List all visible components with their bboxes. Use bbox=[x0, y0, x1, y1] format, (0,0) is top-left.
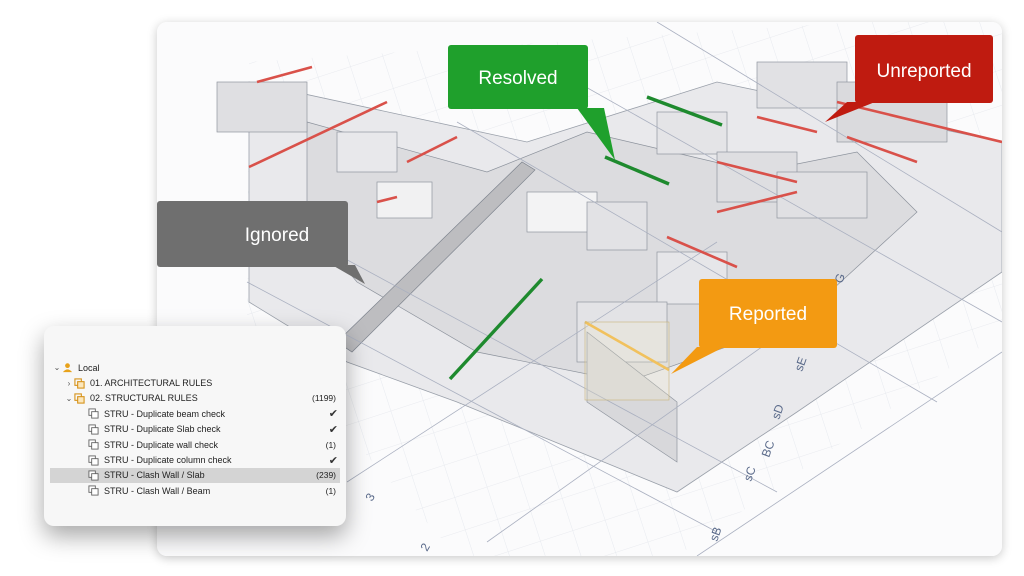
clash-count-badge: (1) bbox=[325, 439, 336, 450]
tree-group-label: 01. ARCHITECTURAL RULES bbox=[90, 378, 213, 389]
tree-rule-clash-wall-slab[interactable]: STRU - Clash Wall / Slab (239) bbox=[50, 467, 340, 484]
axis-label-bc: BC bbox=[759, 438, 778, 459]
tree-rule-duplicate-beam[interactable]: STRU - Duplicate beam check ✔ bbox=[44, 406, 346, 421]
rule-set-icon bbox=[74, 393, 85, 404]
rule-label: STRU - Duplicate wall check bbox=[104, 439, 219, 450]
check-icon: ✔ bbox=[328, 454, 338, 467]
rule-icon bbox=[88, 454, 99, 466]
tree-rule-duplicate-wall[interactable]: STRU - Duplicate wall check (1) bbox=[44, 437, 346, 452]
rule-icon bbox=[88, 424, 99, 435]
tree-root-local[interactable]: ⌄ Local bbox=[44, 360, 346, 375]
rule-label: STRU - Duplicate beam check bbox=[104, 408, 226, 419]
rule-label: STRU - Clash Wall / Slab bbox=[104, 470, 205, 481]
rules-tree: ⌄ Local › 01. ARCHITECTURAL RULES ⌄ 02. … bbox=[44, 360, 346, 499]
rule-icon bbox=[88, 470, 99, 481]
axis-label-sb: sB bbox=[707, 525, 725, 543]
tree-group-architectural[interactable]: › 01. ARCHITECTURAL RULES bbox=[44, 375, 346, 390]
axis-label-sd: sD bbox=[769, 402, 787, 421]
tree-rule-duplicate-slab[interactable]: STRU - Duplicate Slab check ✔ bbox=[44, 422, 346, 437]
clash-count-badge: (239) bbox=[316, 470, 336, 481]
chevron-down-icon[interactable]: ⌄ bbox=[53, 363, 61, 373]
check-icon: ✔ bbox=[328, 408, 338, 421]
tree-rule-duplicate-column[interactable]: STRU - Duplicate column check ✔ bbox=[44, 452, 346, 467]
check-icon: ✔ bbox=[328, 423, 338, 436]
callout-unreported-label: Unreported bbox=[876, 61, 971, 82]
tree-group-label: 02. STRUCTURAL RULES bbox=[90, 393, 198, 404]
callout-resolved-label: Resolved bbox=[478, 68, 557, 89]
tree-root-label: Local bbox=[78, 362, 100, 373]
callout-ignored-label: Ignored bbox=[245, 225, 309, 246]
rule-icon bbox=[88, 485, 99, 496]
rule-label: STRU - Duplicate column check bbox=[104, 455, 232, 466]
tree-rule-clash-wall-beam[interactable]: STRU - Clash Wall / Beam (1) bbox=[44, 483, 346, 498]
callout-unreported[interactable]: Unreported bbox=[825, 35, 993, 122]
tree-group-structural[interactable]: ⌄ 02. STRUCTURAL RULES (1199) bbox=[44, 391, 346, 406]
callout-reported-label: Reported bbox=[729, 304, 807, 325]
clash-count-badge: (1199) bbox=[312, 393, 336, 404]
rules-tree-panel: ⌄ Local › 01. ARCHITECTURAL RULES ⌄ 02. … bbox=[44, 326, 346, 526]
callout-resolved[interactable]: Resolved bbox=[448, 45, 615, 160]
rule-label: STRU - Duplicate Slab check bbox=[104, 424, 221, 435]
callout-ignored[interactable]: Ignored bbox=[157, 201, 365, 284]
callout-reported[interactable]: Reported bbox=[671, 279, 837, 374]
model-viewport[interactable]: sB sC BC sD sE G 2 3 Resolved Unreported… bbox=[157, 22, 1002, 556]
rule-set-icon bbox=[74, 377, 85, 389]
3d-model-view[interactable]: sB sC BC sD sE G 2 3 Resolved Unreported… bbox=[157, 22, 1002, 556]
rule-icon bbox=[88, 408, 99, 419]
axis-label-sc: sC bbox=[741, 464, 759, 483]
user-icon bbox=[62, 363, 73, 373]
rule-label: STRU - Clash Wall / Beam bbox=[104, 485, 211, 496]
rule-icon bbox=[88, 439, 99, 450]
grid-axis-labels: sB sC BC sD sE G 2 3 bbox=[362, 271, 848, 553]
axis-label-se: sE bbox=[792, 355, 810, 373]
clash-count-badge: (1) bbox=[325, 485, 336, 496]
model-geometry bbox=[157, 22, 1002, 556]
chevron-down-icon[interactable]: ⌄ bbox=[65, 393, 73, 403]
chevron-right-icon[interactable]: › bbox=[67, 378, 71, 388]
